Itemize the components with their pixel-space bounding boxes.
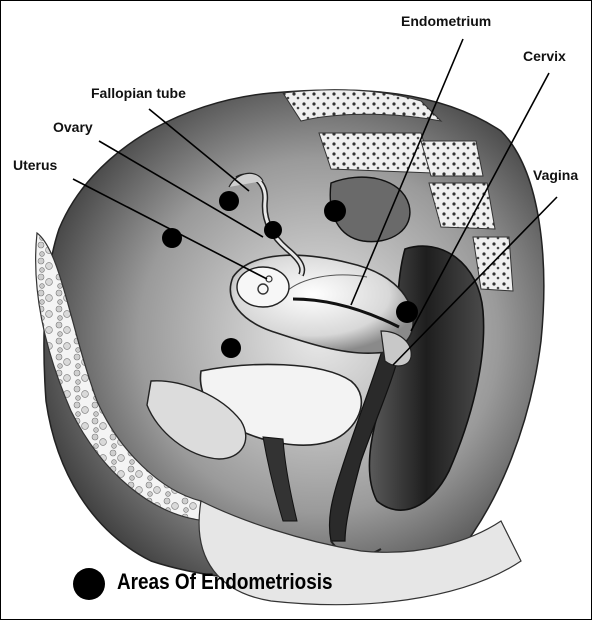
endometriosis-marker	[162, 228, 182, 248]
vagina-label: Vagina	[533, 167, 578, 183]
ovary-shape	[237, 267, 289, 307]
endometrium-label: Endometrium	[401, 13, 491, 29]
cervix-label: Cervix	[523, 48, 566, 64]
vertebra-2	[319, 133, 433, 173]
legend-marker	[73, 568, 105, 600]
endometriosis-marker	[324, 200, 346, 222]
ovary-label: Ovary	[53, 119, 93, 135]
vertebra-3	[421, 141, 483, 176]
legend-text: Areas Of Endometriosis	[117, 569, 333, 595]
endometriosis-marker	[221, 338, 241, 358]
endometriosis-marker	[219, 191, 239, 211]
fallopian-tube-label: Fallopian tube	[91, 85, 186, 101]
endometriosis-marker	[396, 301, 418, 323]
uterus-label: Uterus	[13, 157, 57, 173]
endometriosis-marker	[264, 221, 282, 239]
